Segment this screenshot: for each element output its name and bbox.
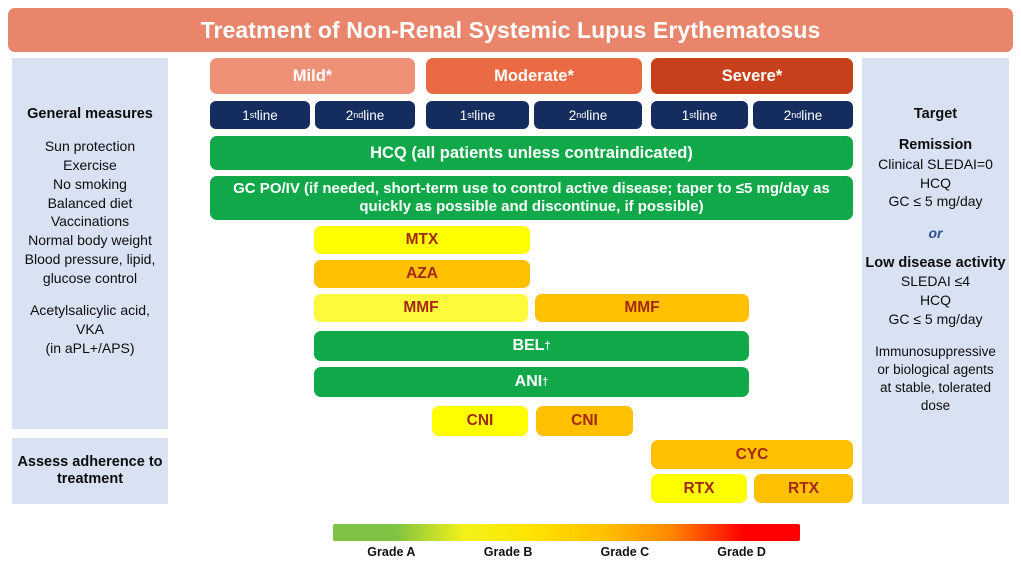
or-separator-label: or: [928, 225, 943, 242]
treatment-bar-bel-label: BEL: [512, 337, 545, 354]
general-measures-line-6: Blood pressure, lipid,: [24, 250, 156, 267]
grade-legend-labels: Grade A Grade B Grade C Grade D: [333, 545, 800, 559]
target-panel: Target Remission Clinical SLEDAI=0 HCQ G…: [862, 58, 1009, 504]
general-measures-heading: General measures: [27, 106, 153, 122]
line-number: 1: [242, 107, 250, 123]
treatment-bar-rtx-severe-second[interactable]: RTX: [754, 474, 853, 503]
remission-line-0: Clinical SLEDAI=0: [878, 155, 993, 172]
line-number: 1: [459, 107, 468, 123]
treatment-bar-hcq[interactable]: HCQ (all patients unless contraindicated…: [210, 136, 853, 170]
line-number: 2: [345, 107, 354, 123]
grade-legend: Grade A Grade B Grade C Grade D: [333, 524, 800, 566]
general-measures-antithrombotic-line-2: (in aPL+/APS): [45, 339, 135, 356]
general-measures-antithrombotic-line-0: Acetylsalicylic acid,: [30, 302, 150, 319]
treatment-bar-cyc[interactable]: CYC: [651, 440, 853, 469]
remission-line-1: HCQ: [919, 174, 952, 191]
general-measures-panel: General measures Sun protection Exercise…: [12, 58, 168, 429]
low-disease-activity-heading: Low disease activity: [865, 255, 1006, 272]
line-word: line: [696, 107, 718, 123]
general-measures-line-4: Vaccinations: [50, 213, 130, 230]
line-word: line: [474, 107, 496, 123]
page-title: Treatment of Non-Renal Systemic Lupus Er…: [8, 8, 1013, 52]
general-measures-line-2: No smoking: [53, 175, 127, 192]
line-word: line: [801, 107, 823, 123]
general-measures-line-0: Sun protection: [44, 138, 136, 155]
target-heading: Target: [913, 106, 958, 122]
treatment-bar-aza[interactable]: AZA: [314, 260, 530, 288]
column-header-severe: Severe*: [651, 58, 853, 94]
assess-adherence-line-1: Assess adherence to: [17, 453, 163, 470]
target-footer-line-3: dose: [920, 397, 951, 413]
treatment-bar-cni-moderate[interactable]: CNI: [536, 406, 633, 436]
treatment-bar-mmf-mild[interactable]: MMF: [314, 294, 528, 322]
treatment-bar-ani-label: ANI: [514, 373, 543, 390]
grade-label-c: Grade C: [600, 545, 650, 559]
line-number: 2: [568, 107, 577, 123]
grade-label-b: Grade B: [483, 545, 533, 559]
treatment-bar-mmf-moderate[interactable]: MMF: [535, 294, 749, 322]
grade-gradient-bar: [333, 524, 800, 541]
remission-line-2: GC ≤ 5 mg/day: [888, 193, 983, 210]
general-measures-line-1: Exercise: [63, 157, 117, 174]
grade-label-d: Grade D: [717, 545, 766, 559]
low-disease-activity-line-2: GC ≤ 5 mg/day: [888, 310, 983, 327]
line-word: line: [256, 107, 278, 123]
line-word: line: [586, 107, 608, 123]
general-measures-antithrombotic-line-1: VKA: [75, 321, 104, 338]
treatment-bar-cni-mild[interactable]: CNI: [432, 406, 528, 436]
treatment-bar-ani[interactable]: ANI†: [314, 367, 749, 397]
general-measures-line-7: glucose control: [42, 269, 138, 286]
target-footer-line-0: Immunosuppressive: [875, 343, 996, 359]
treatment-bar-gc[interactable]: GC PO/IV (if needed, short-term use to c…: [210, 176, 853, 220]
target-footer-line-2: at stable, tolerated: [879, 379, 992, 395]
low-disease-activity-line-0: SLEDAI ≤4: [900, 273, 971, 290]
line-word: line: [363, 107, 385, 123]
low-disease-activity-line-1: HCQ: [919, 292, 952, 309]
line-number: 1: [681, 107, 690, 123]
remission-heading: Remission: [898, 137, 973, 154]
treatment-bar-bel[interactable]: BEL†: [314, 331, 749, 361]
assess-adherence-line-2: treatment: [56, 471, 124, 487]
line-number: 2: [783, 107, 792, 123]
grade-label-a: Grade A: [367, 545, 416, 559]
column-header-moderate: Moderate*: [426, 58, 642, 94]
general-measures-line-5: Normal body weight: [28, 232, 152, 249]
assess-adherence-panel: Assess adherence to treatment: [12, 438, 168, 504]
general-measures-line-3: Balanced diet: [47, 194, 133, 211]
treatment-bar-mtx[interactable]: MTX: [314, 226, 530, 254]
target-footer-line-1: or biological agents: [877, 361, 994, 377]
column-header-mild: Mild*: [210, 58, 415, 94]
treatment-bar-rtx-severe-first[interactable]: RTX: [651, 474, 747, 503]
